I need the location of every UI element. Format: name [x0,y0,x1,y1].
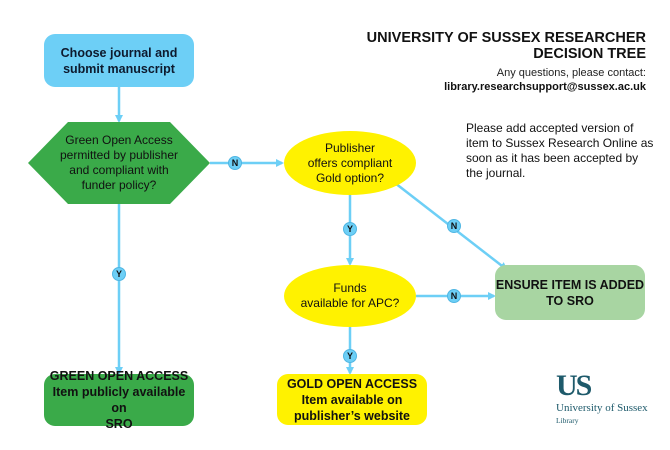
edge-label-no: N [228,156,242,170]
outcome-line: TO SRO [546,293,594,308]
contact-email-link[interactable]: library.researchsupport@sussex.ac.uk [444,81,646,93]
start-node-line: Choose journal and [60,45,178,60]
outcome-line: SRO [105,417,133,431]
edge-label-no: N [447,289,461,303]
decision-line: Gold option? [315,170,385,185]
outcome-line: GOLD OPEN ACCESS [286,376,418,391]
decision-line: Green Open Access [65,133,173,147]
logo-name: University of Sussex [556,402,648,414]
decision-line: available for APC? [300,296,400,310]
decision-line: Funds [333,281,367,295]
decision-line: offers compliant [307,155,393,170]
edge-label-yes: Y [343,349,357,363]
decision-line: funder policy? [81,178,157,192]
outcome-line: Item publicly available on [52,385,186,415]
edge-label-no: N [447,219,461,233]
outcome-line: Item available on [301,392,403,407]
ensure-sro-outcome: ENSURE ITEM IS ADDED TO SRO [495,265,645,320]
decision-line: permitted by publisher [59,148,179,162]
logo-subtitle: Library [556,416,579,425]
hexagon-shape [28,122,210,204]
decision-line: and compliant with [69,163,169,177]
gold-option-decision: Publisher offers compliant Gold option? [284,131,416,195]
contact-label: Any questions, please contact: [496,67,646,79]
edge-label-yes: Y [112,267,126,281]
gold-open-access-outcome: GOLD OPEN ACCESS Item available on publi… [277,374,427,425]
page-title: UNIVERSITY OF SUSSEX RESEARCHER DECISION… [366,30,646,62]
submission-note: Please add accepted version of item to S… [466,121,654,180]
start-node: Choose journal and submit manuscript [44,34,194,87]
decision-line: Publisher [324,140,376,155]
university-logo: US University of Sussex Library [556,369,666,426]
funds-decision: Funds available for APC? [284,265,416,327]
outcome-line: publisher’s website [293,408,410,423]
green-oa-decision: Green Open Access permitted by publisher… [28,122,210,204]
start-node-line: submit manuscript [63,61,175,76]
us-logo-mark: US [556,369,592,402]
edge-label-yes: Y [343,222,357,236]
green-open-access-outcome: GREEN OPEN ACCESS Item publicly availabl… [44,369,194,431]
outcome-line: ENSURE ITEM IS ADDED [495,277,645,292]
outcome-line: GREEN OPEN ACCESS [49,369,189,383]
